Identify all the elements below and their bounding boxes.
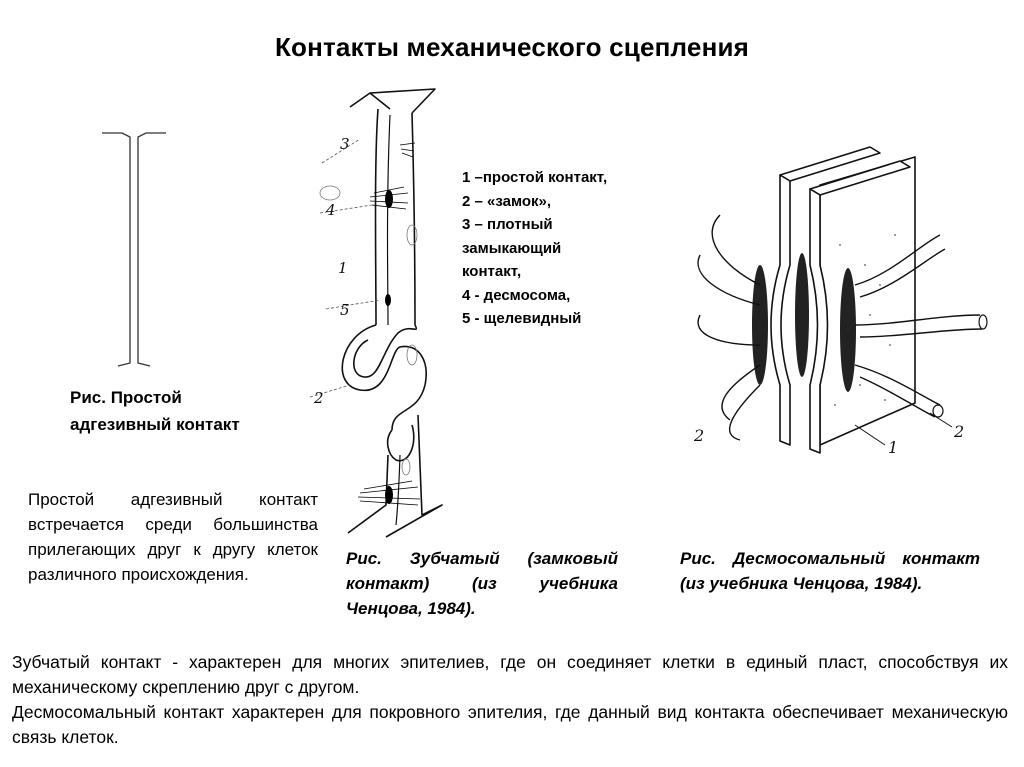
des-label-2-left: 2 — [693, 426, 704, 445]
simple-contact-caption: Рис. Простой адгезивный контакт — [70, 388, 240, 434]
legend-item: замыкающий — [462, 239, 562, 257]
zub-label-4: 4 — [325, 201, 336, 219]
zub-contact-legend: 1 –простой контакт, 2 – «замок», 3 – пло… — [462, 166, 662, 331]
legend-item: 4 - десмосома, — [462, 286, 571, 304]
des-label-1: 1 — [888, 438, 898, 457]
zub-contact-caption: Рис. Зубчатый (замковый контакт) (из уче… — [346, 549, 618, 618]
zub-label-3: 3 — [340, 135, 350, 153]
legend-item: 5 - щелевидный — [462, 310, 582, 327]
desmosome-caption: Рис. Десмосомальный контакт (из учебника… — [680, 549, 980, 593]
zub-label-5: 5 — [340, 301, 350, 319]
paragraph-zub: Зубчатый контакт - характерен для многих… — [12, 652, 1008, 697]
simple-contact-description: Простой адгезивный контакт встречается с… — [28, 490, 318, 584]
bottom-description: Зубчатый контакт - характерен для многих… — [12, 650, 1008, 750]
zub-label-1: 1 — [338, 259, 348, 277]
simple-contact-diagram — [102, 132, 166, 367]
des-label-2-right: 2 — [953, 422, 964, 441]
legend-item: 3 – плотный — [462, 216, 553, 233]
legend-item: контакт, — [462, 263, 522, 280]
legend-item: 2 – «замок», — [462, 192, 552, 210]
zub-label-2: 2 — [313, 389, 324, 407]
page-title: Контакты механического сцепления — [274, 32, 750, 62]
zub-contact-diagram: 3 4 1 5 2 — [309, 88, 443, 538]
paragraph-desmosome: Десмосомальный контакт характерен для по… — [12, 702, 1008, 747]
legend-item: 1 –простой контакт, — [462, 169, 608, 186]
desmosome-diagram: 2 1 2 — [693, 146, 988, 457]
